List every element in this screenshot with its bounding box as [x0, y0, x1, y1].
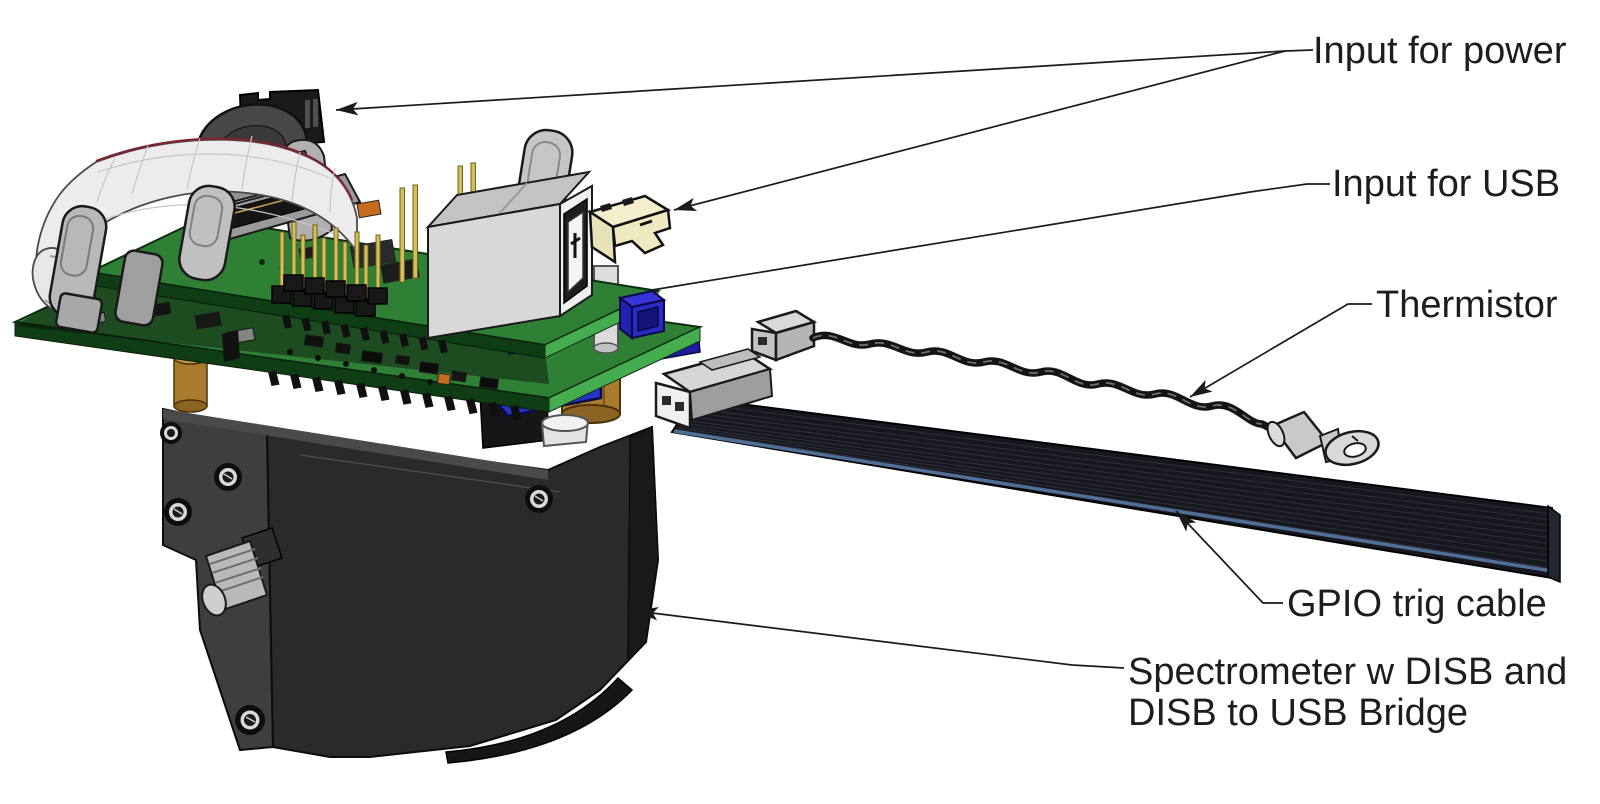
leader-gpio-trig-cable — [1175, 510, 1283, 604]
latch-clip — [114, 249, 164, 327]
leader-spectrometer — [635, 606, 1125, 669]
nylon-nut — [540, 414, 590, 448]
board-spacer — [222, 330, 240, 362]
ribbon-red-edge — [95, 137, 354, 201]
pin-teeth-row — [282, 314, 448, 354]
thermistor-ring-terminal — [1318, 427, 1380, 467]
pcb-lower-edge-right — [548, 326, 701, 413]
power-connector-plate-slit — [313, 99, 318, 127]
usb-port-opening — [563, 197, 588, 305]
label-spectrometer-line2: DISB to USB Bridge — [1128, 692, 1468, 734]
latch-clip — [178, 184, 236, 282]
label-input-for-usb: Input for USB — [1332, 163, 1560, 205]
usb-front-face — [427, 202, 561, 340]
thermistor-wire-twist — [812, 334, 1263, 425]
thermistor-cable — [750, 309, 1380, 467]
screw-head — [235, 705, 265, 735]
screw-head — [164, 498, 192, 526]
latch-clip — [48, 204, 108, 334]
gpio-ribbon-blue-edge — [673, 429, 1553, 573]
housing-top-strip — [163, 409, 548, 480]
label-spectrometer-line1: Spectrometer w DISB and — [1128, 651, 1567, 693]
thermistor-sleeve — [1266, 410, 1330, 460]
sma-fiber-connector — [201, 527, 283, 617]
leader-thermistor — [1189, 303, 1372, 398]
gpio-ribbon-end — [1547, 504, 1561, 584]
usb-top-seam — [497, 182, 528, 216]
leader-input-for-power-2 — [673, 50, 1286, 212]
leader-lines — [335, 49, 1372, 669]
labels: Input for power Input for USB Thermistor… — [1128, 30, 1567, 734]
housing-seam — [299, 454, 561, 493]
housing-front-face — [265, 425, 660, 758]
pin-teeth-row — [268, 370, 522, 421]
housing-base-lip — [445, 676, 634, 764]
leader-input-for-usb — [651, 183, 1330, 291]
leader-input-for-power-1 — [335, 49, 1314, 116]
label-thermistor: Thermistor — [1376, 284, 1558, 326]
usb-input-connector — [617, 289, 667, 340]
thermistor-connector — [750, 309, 818, 362]
screw-head — [214, 463, 242, 491]
power-input-connector — [587, 194, 672, 265]
housing-right-face — [627, 425, 659, 662]
screw-head — [160, 422, 182, 444]
screw-head — [525, 485, 553, 513]
thermistor-wire — [809, 331, 1282, 436]
usb-b-connector — [425, 170, 593, 340]
pin-header — [271, 221, 388, 317]
label-gpio-trig-cable: GPIO trig cable — [1287, 583, 1547, 625]
power-connector-plate-slit — [305, 100, 310, 128]
label-input-for-power: Input for power — [1313, 30, 1567, 72]
spectrometer-housing — [160, 407, 660, 764]
gpio-ribbon-cable — [654, 348, 1561, 584]
gpio-connector — [654, 348, 774, 430]
